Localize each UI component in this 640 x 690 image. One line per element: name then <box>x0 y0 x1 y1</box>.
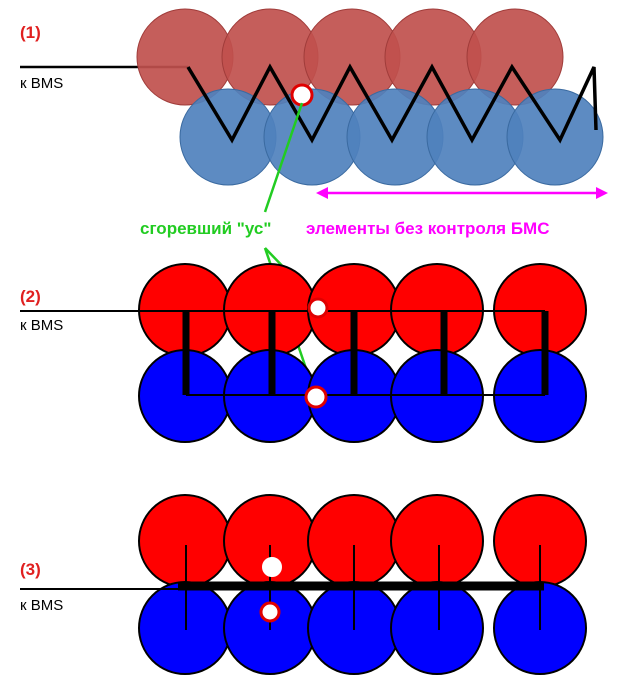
panel-3-number: (3) <box>20 560 41 579</box>
panel-2: (2) к BMS <box>20 263 587 443</box>
panel-2-vertical-links <box>182 311 549 395</box>
panel-3-bottom-row <box>138 581 587 675</box>
panel-3-fault-marker-bottom <box>259 601 281 623</box>
panel-1-bottom-cell-1 <box>179 88 277 186</box>
panel-3-top-cell-4 <box>390 494 484 588</box>
panel-3: (3) к BMS <box>20 494 587 675</box>
panel-1: (1) к BMS <box>20 8 608 199</box>
panel-1-bms-label: к BMS <box>20 75 63 92</box>
panel-3-bottom-cell-4 <box>390 581 484 675</box>
panel-2-fault-marker-bottom <box>304 385 328 409</box>
panel-3-top-row <box>138 494 587 588</box>
panel-2-bms-label: к BMS <box>20 317 63 334</box>
panel-3-fault-marker-top <box>262 557 282 577</box>
panel-1-top-row <box>136 8 564 106</box>
panel-1-bottom-cell-5 <box>506 88 604 186</box>
panel-3-bms-label: к BMS <box>20 597 63 614</box>
panel-1-fault-marker <box>290 83 314 107</box>
panel-2-fault-marker-top <box>307 297 329 319</box>
panel-1-zigzag-wire <box>186 63 598 144</box>
burnt-wire-callout: сгоревший "ус" <box>140 219 271 238</box>
panel-1-top-cell-5 <box>466 8 564 106</box>
panel-2-number: (2) <box>20 287 41 306</box>
panel-1-number: (1) <box>20 23 41 42</box>
unmonitored-range-arrow <box>316 187 608 199</box>
panel-1-bottom-row <box>179 88 604 186</box>
unmonitored-cells-callout: элементы без контроля БМС <box>306 219 549 238</box>
